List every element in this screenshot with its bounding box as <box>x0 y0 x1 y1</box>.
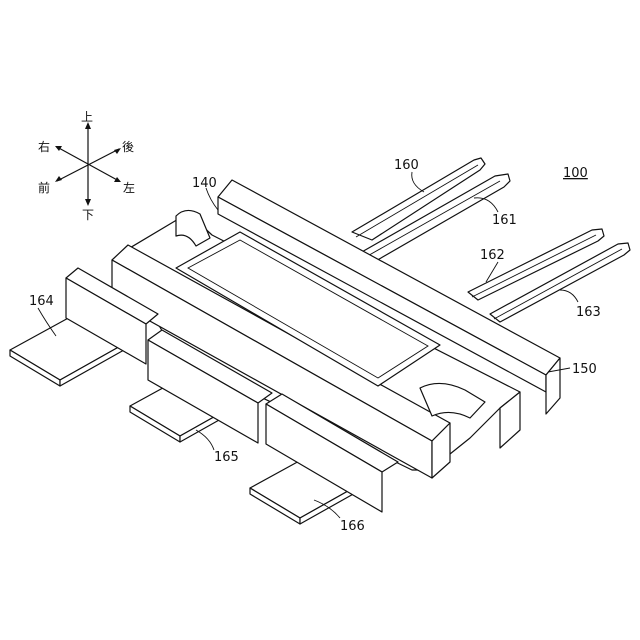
label-150: 150 <box>572 362 597 377</box>
label-140: 140 <box>192 176 217 191</box>
figure-number: 100 <box>563 166 588 181</box>
direction-front-label: 前 <box>38 180 50 195</box>
label-166: 166 <box>340 519 365 534</box>
label-163: 163 <box>576 305 601 320</box>
label-164: 164 <box>29 294 54 309</box>
direction-up-label: 上 <box>81 110 93 124</box>
label-160: 160 <box>394 158 419 173</box>
label-161: 161 <box>492 213 517 228</box>
label-162: 162 <box>480 248 505 263</box>
label-165: 165 <box>214 450 239 465</box>
direction-back-label: 後 <box>122 140 134 154</box>
direction-down-label: 下 <box>82 208 94 222</box>
direction-right-label: 右 <box>38 139 50 154</box>
direction-left-label: 左 <box>123 180 135 195</box>
direction-compass: 上 下 右 後 前 左 <box>38 110 135 222</box>
